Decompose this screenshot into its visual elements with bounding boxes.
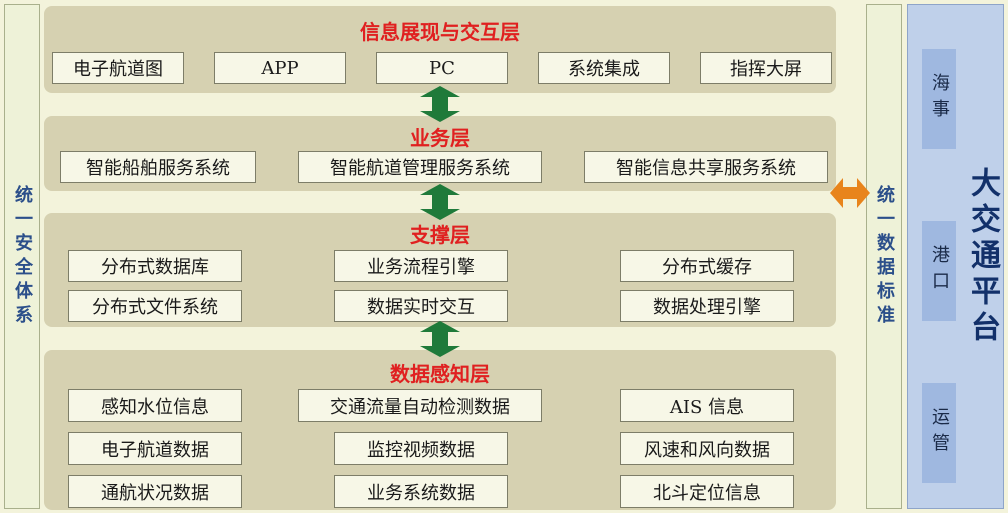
presentation-box-2: APP (214, 52, 346, 84)
sensing-box-3: AIS 信息 (620, 389, 794, 422)
double-arrow-icon-1 (420, 86, 460, 122)
sensing-box-4: 电子航道数据 (68, 432, 242, 465)
platform-item-port: 港口 (922, 221, 956, 321)
support-box-4: 分布式文件系统 (68, 290, 242, 322)
sensing-box-7: 通航状况数据 (68, 475, 242, 508)
sensing-layer-title: 数据感知层 (390, 362, 490, 386)
platform-panel: 海事 港口 运管 大交通平台 (907, 4, 1004, 509)
double-arrow-icon-2 (420, 184, 460, 220)
data-standard-label: 统一数据标准 (874, 184, 895, 329)
sensing-box-2: 交通流量自动检测数据 (298, 389, 542, 422)
presentation-layer: 信息展现与交互层 电子航道图 APP PC 系统集成 指挥大屏 (44, 6, 836, 93)
business-layer-title: 业务层 (410, 126, 470, 150)
sensing-box-9: 北斗定位信息 (620, 475, 794, 508)
platform-item-transport: 运管 (922, 383, 956, 483)
platform-item-maritime: 海事 (922, 49, 956, 149)
business-box-1: 智能船舶服务系统 (60, 151, 256, 183)
data-standard-bar: 统一数据标准 (866, 4, 902, 509)
presentation-layer-title: 信息展现与交互层 (360, 20, 520, 44)
double-arrow-icon-3 (420, 321, 460, 357)
sensing-layer: 数据感知层 感知水位信息 交通流量自动检测数据 AIS 信息 电子航道数据 监控… (44, 350, 836, 510)
sensing-box-1: 感知水位信息 (68, 389, 242, 422)
sensing-box-5: 监控视频数据 (334, 432, 508, 465)
security-system-label: 统一安全体系 (12, 184, 33, 329)
presentation-box-5: 指挥大屏 (700, 52, 832, 84)
platform-item-transport-label: 运管 (929, 407, 950, 459)
support-layer: 支撑层 分布式数据库 业务流程引擎 分布式缓存 分布式文件系统 数据实时交互 数… (44, 213, 836, 327)
support-box-5: 数据实时交互 (334, 290, 508, 322)
presentation-box-4: 系统集成 (538, 52, 670, 84)
support-box-6: 数据处理引擎 (620, 290, 794, 322)
presentation-box-3: PC (376, 52, 508, 84)
business-layer: 业务层 智能船舶服务系统 智能航道管理服务系统 智能信息共享服务系统 (44, 116, 836, 191)
platform-item-port-label: 港口 (929, 245, 950, 297)
presentation-box-1: 电子航道图 (52, 52, 184, 84)
security-system-bar: 统一安全体系 (4, 4, 40, 509)
sensing-box-6: 风速和风向数据 (620, 432, 794, 465)
platform-title-text: 大交通平台 (965, 166, 1000, 347)
business-box-3: 智能信息共享服务系统 (584, 151, 828, 183)
horizontal-double-arrow-icon (830, 178, 870, 208)
platform-item-maritime-label: 海事 (929, 73, 950, 125)
support-box-2: 业务流程引擎 (334, 250, 508, 282)
support-layer-title: 支撑层 (410, 223, 470, 247)
support-box-3: 分布式缓存 (620, 250, 794, 282)
platform-title: 大交通平台 (962, 5, 1002, 508)
business-box-2: 智能航道管理服务系统 (298, 151, 542, 183)
support-box-1: 分布式数据库 (68, 250, 242, 282)
sensing-box-8: 业务系统数据 (334, 475, 508, 508)
